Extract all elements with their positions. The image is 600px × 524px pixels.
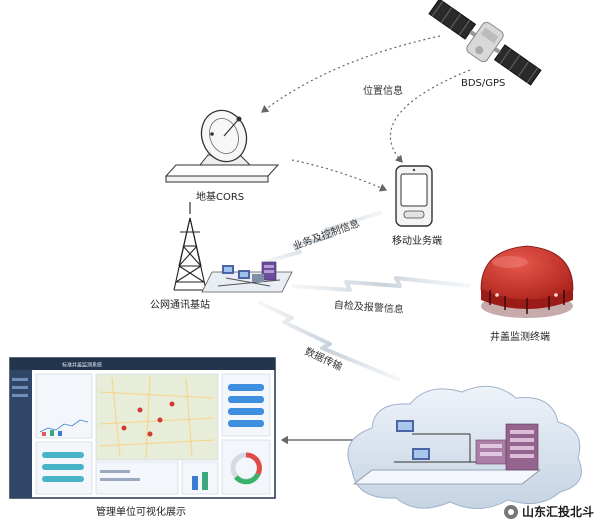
satellite-label: BDS/GPS — [461, 78, 506, 89]
dashboard-label: 管理单位可视化展示 — [96, 507, 186, 518]
cors-label: 地基CORS — [196, 192, 245, 203]
beam-data-transfer — [257, 300, 401, 382]
manhole-terminal-label: 井盖监测终端 — [490, 332, 550, 343]
network-equipment-icon — [201, 261, 293, 293]
dashboard-screen-title: 标准井盖监测系统 — [62, 362, 102, 369]
cloud-server-icon — [347, 385, 582, 509]
mobile-device-icon — [395, 165, 433, 227]
transmission-tower-icon — [173, 202, 207, 291]
dashboard-screen: 标准井盖监测系统 — [9, 357, 276, 499]
watermark-text: 山东汇投北斗 — [521, 505, 594, 519]
wechat-icon — [503, 504, 518, 519]
position-info-label: 位置信息 — [363, 86, 403, 97]
beam-self-check-alarm — [291, 276, 471, 292]
cors-dish-icon — [164, 109, 280, 183]
link-cors-to-mobile — [291, 159, 388, 192]
manhole-terminal-icon — [480, 245, 574, 318]
link-satellite-to-cors — [261, 35, 441, 113]
link-satellite-to-mobile — [389, 69, 471, 163]
mobile-label: 移动业务端 — [392, 236, 442, 247]
beam-business-control — [263, 210, 383, 264]
watermark: 山东汇投北斗 — [503, 503, 594, 520]
satellite-icon — [428, 0, 542, 86]
base-station-label: 公网通讯基站 — [150, 300, 210, 311]
